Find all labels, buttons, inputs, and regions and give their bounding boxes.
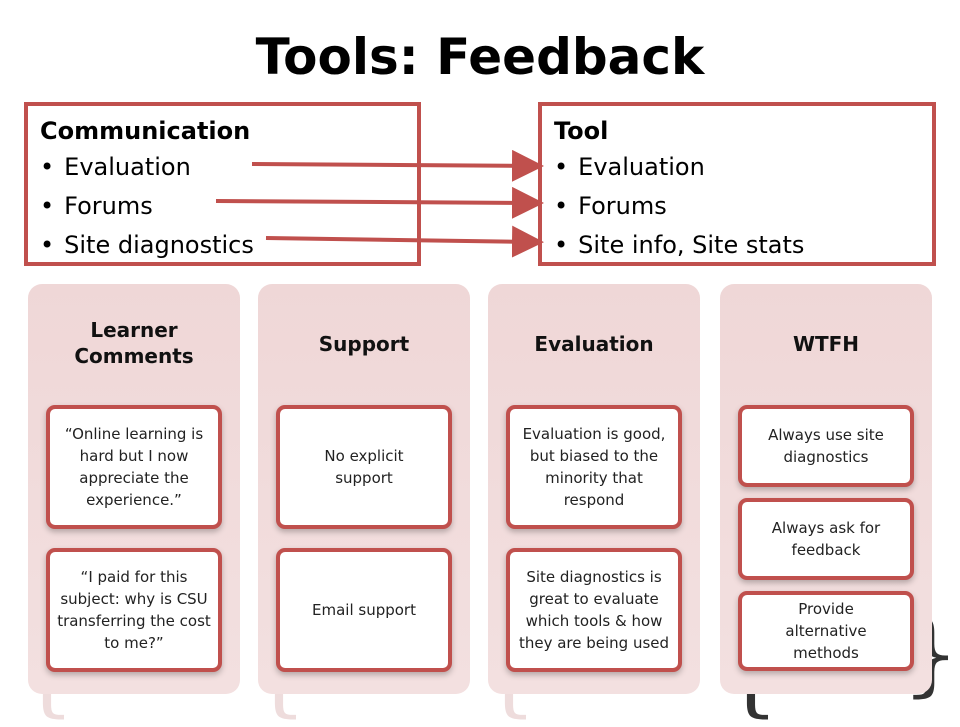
communication-item: Forums <box>40 187 405 226</box>
column-learner-comments: Learner Comments “Online learning is har… <box>28 284 240 694</box>
tool-item: Forums <box>554 187 920 226</box>
feedback-card: Email support <box>276 548 452 672</box>
communication-list: Evaluation Forums Site diagnostics <box>40 148 405 265</box>
tool-item: Evaluation <box>554 148 920 187</box>
feedback-card: Provide alternative methods <box>738 591 914 671</box>
tool-box: Tool Evaluation Forums Site info, Site s… <box>538 102 936 266</box>
column-header: WTFH <box>792 332 860 356</box>
communication-header: Communication <box>40 117 251 145</box>
feedback-card: “I paid for this subject: why is CSU tra… <box>46 548 222 672</box>
feedback-card: Site diagnostics is great to evaluate wh… <box>506 548 682 672</box>
feedback-card: No explicit support <box>276 405 452 529</box>
feedback-card: “Online learning is hard but I now appre… <box>46 405 222 529</box>
tool-item: Site info, Site stats <box>554 226 920 265</box>
column-header: Support <box>318 332 410 356</box>
tool-header: Tool <box>554 117 609 145</box>
communication-item: Site diagnostics <box>40 226 405 265</box>
feedback-card: Always ask for feedback <box>738 498 914 580</box>
feedback-card: Always use site diagnostics <box>738 405 914 487</box>
feedback-card: Evaluation is good, but biased to the mi… <box>506 405 682 529</box>
slide-title: Tools: Feedback <box>255 28 705 86</box>
communication-box: Communication Evaluation Forums Site dia… <box>24 102 421 266</box>
column-header: Evaluation <box>534 332 654 356</box>
tool-list: Evaluation Forums Site info, Site stats <box>554 148 920 265</box>
column-wtfh: WTFH Always use site diagnostics Always … <box>720 284 932 694</box>
column-support: Support No explicit support Email suppor… <box>258 284 470 694</box>
column-evaluation: Evaluation Evaluation is good, but biase… <box>488 284 700 694</box>
communication-item: Evaluation <box>40 148 405 187</box>
column-header: Learner Comments <box>74 318 194 368</box>
